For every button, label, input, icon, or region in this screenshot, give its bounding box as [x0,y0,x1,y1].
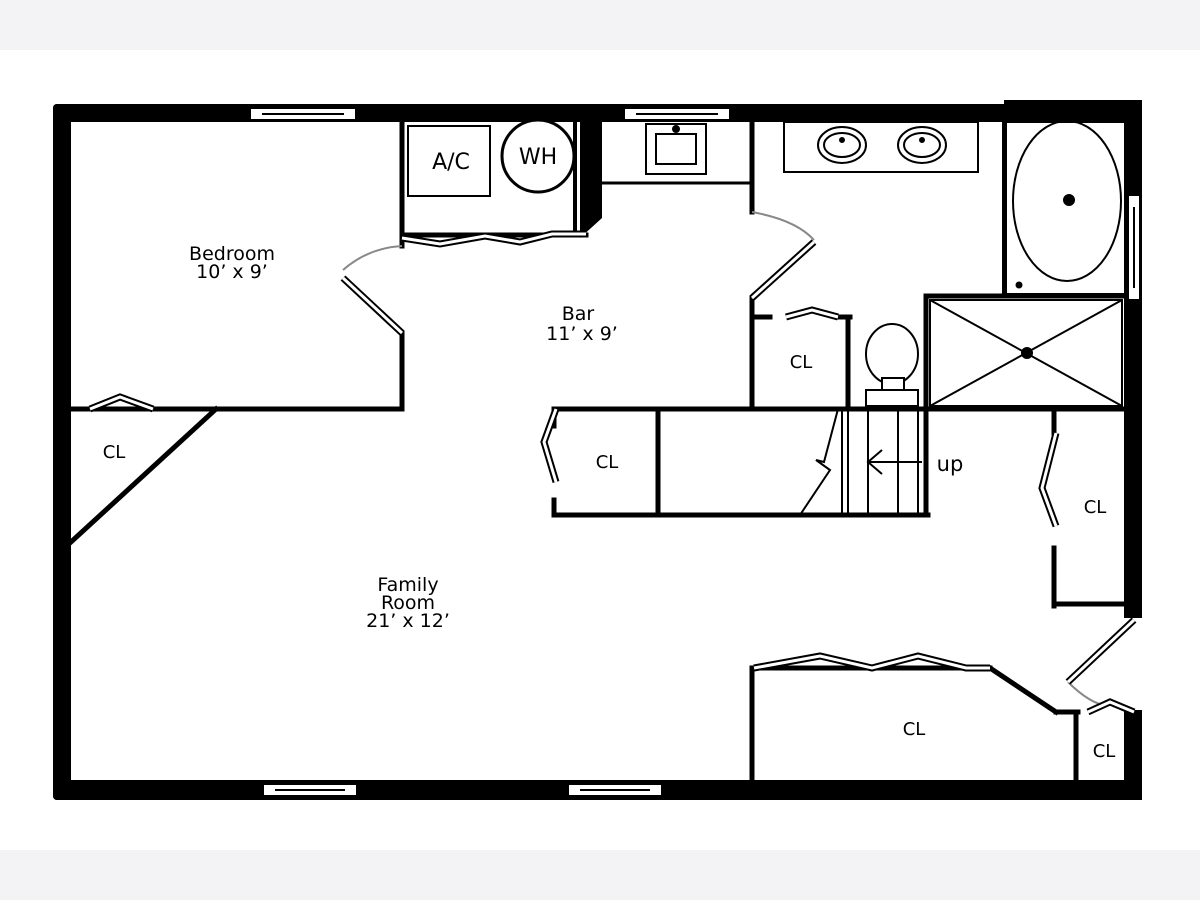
room-name-family-2: Room [381,592,435,614]
room-name-bar: Bar [562,303,595,325]
door-leaf-fill [89,232,1136,714]
room-name-family-1: Family [377,574,438,596]
window-top-bedroom [249,107,357,121]
window-bottom-left [262,783,358,797]
bottom-band [0,850,1200,900]
shower [929,299,1123,407]
stairs-up-label: up [937,452,964,476]
closet-label-left: CL [103,442,126,463]
wh-label: WH [519,145,557,170]
closet-label-right: CL [1084,497,1107,518]
top-band [0,0,1200,50]
ac-label: A/C [432,150,470,175]
bath-vanity [783,121,979,173]
ac-unit [407,125,491,197]
windows [249,107,1141,797]
room-name-bedroom: Bedroom [189,243,275,265]
bar-sink [645,123,707,175]
closet-label-bath: CL [790,352,813,373]
doors [88,230,1137,716]
room-size-bedroom: 10’ x 9’ [196,261,268,283]
stairs [799,408,922,516]
window-right-bath [1127,194,1141,301]
window-bottom-mid [567,783,663,797]
room-size-bar: 11’ x 9’ [546,323,618,345]
bathtub [1005,120,1127,295]
closet-label-corner: CL [1093,741,1116,762]
room-size-family: 21’ x 12’ [366,610,450,632]
toilet [865,323,919,407]
closet-label-bottom: CL [903,719,926,740]
door-swings [342,211,1109,707]
labels: Bedroom 10’ x 9’ Bar 11’ x 9’ Family Roo… [103,145,1116,762]
water-heater [500,118,576,194]
closet-label-mid: CL [596,452,619,473]
window-top-bar [623,107,731,121]
